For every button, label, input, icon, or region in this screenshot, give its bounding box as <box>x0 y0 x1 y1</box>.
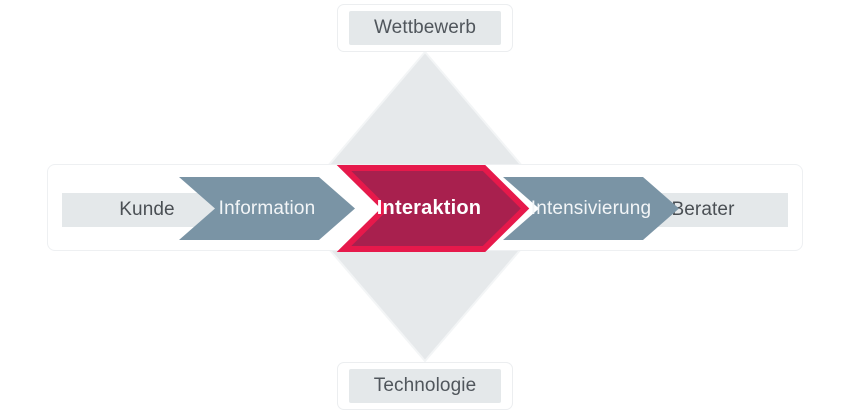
node-wettbewerb-label: Wettbewerb <box>373 17 477 38</box>
chevron-information[interactable] <box>179 177 355 240</box>
node-technologie-fill: Technologie <box>349 369 501 403</box>
node-wettbewerb[interactable]: Wettbewerb <box>337 4 513 52</box>
chevron-interaktion[interactable] <box>336 165 530 252</box>
chevron-intensivierung[interactable] <box>503 177 679 240</box>
node-wettbewerb-fill: Wettbewerb <box>349 11 501 45</box>
node-technologie[interactable]: Technologie <box>337 362 513 410</box>
flow-container: Kunde Berater Information Interaktion In… <box>47 164 803 252</box>
flow-end-label: Berater <box>671 199 735 220</box>
flow-start-kunde[interactable]: Kunde <box>62 193 232 227</box>
flow-start-label: Kunde <box>119 199 175 220</box>
node-technologie-label: Technologie <box>373 375 477 396</box>
chevron-group <box>179 165 679 252</box>
